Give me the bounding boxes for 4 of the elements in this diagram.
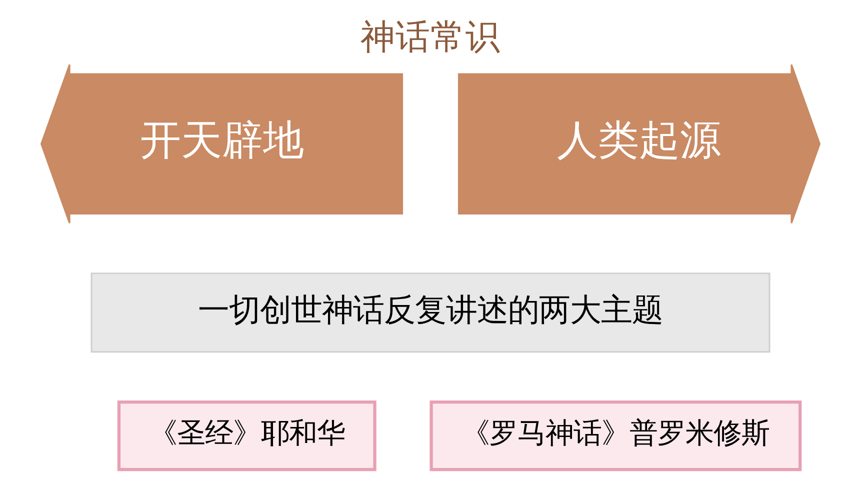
node-box: 《罗马神话》普罗米修斯 [429,400,802,472]
diagram-title: 神话常识 [360,17,500,58]
node-box: 《圣经》耶和华 [116,400,376,472]
node-box: 一切创世神话反复讲述的两大主题 [90,272,770,353]
